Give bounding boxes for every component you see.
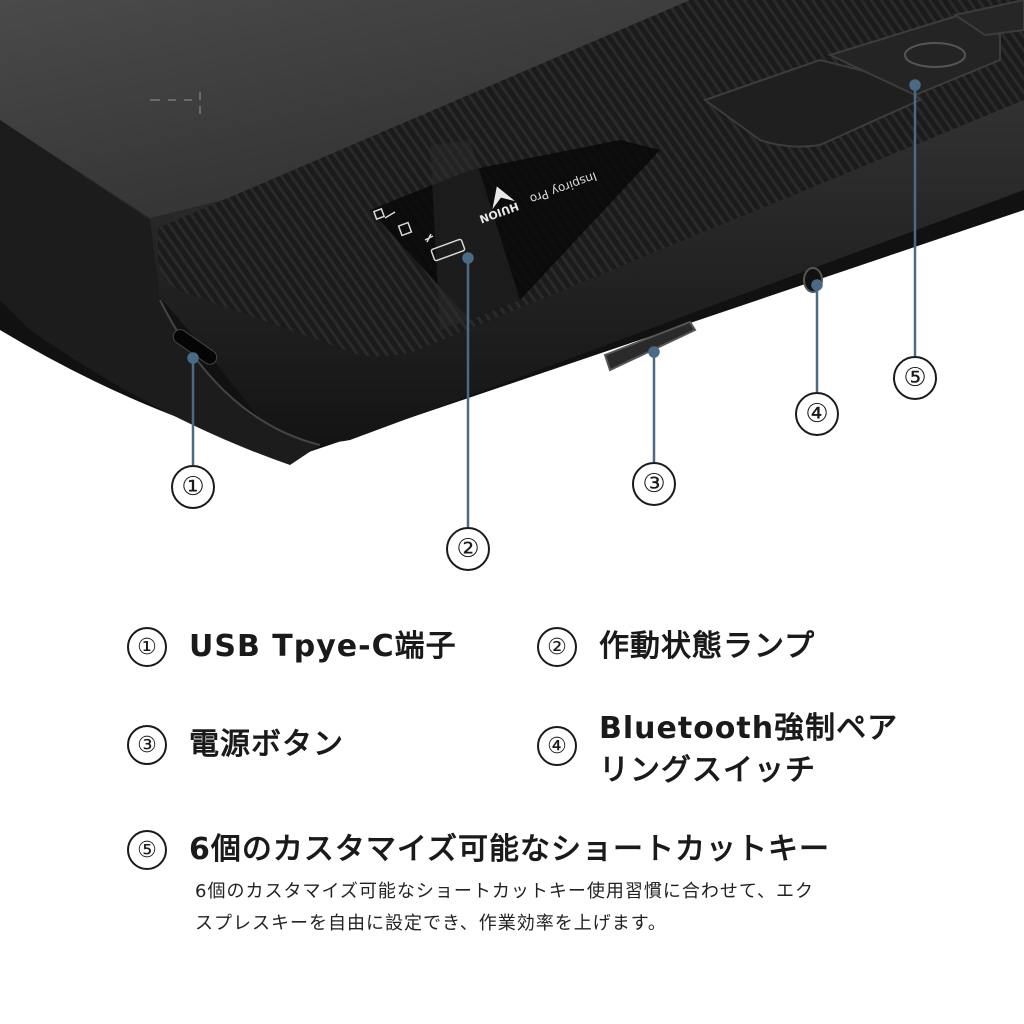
legend-item-lamp: ② 作動状態ランプ	[537, 627, 815, 667]
legend-label: 電源ボタン	[189, 727, 344, 762]
legend-number: ⑤	[127, 830, 167, 870]
legend-item-usb: ① USB Tpye-C端子	[127, 627, 457, 667]
status-icons	[372, 207, 466, 262]
shortcut-description: 6個のカスタマイズ可能なショートカットキー使用習慣に合わせて、エク スプレスキー…	[195, 876, 915, 940]
legend-item-power: ③ 電源ボタン	[127, 725, 344, 765]
legend-label: 作動状態ランプ	[599, 629, 816, 664]
shortcut-keys	[702, 0, 1024, 148]
callout-1: ①	[171, 465, 215, 509]
legend-label: Bluetooth強制ペア リングスイッチ	[599, 708, 898, 792]
callout-4: ④	[795, 392, 839, 436]
legend-label: 6個のカスタマイズ可能なショートカットキー	[189, 832, 830, 867]
callout-2: ②	[446, 527, 490, 571]
legend-label: USB Tpye-C端子	[189, 629, 457, 664]
legend-number: ③	[127, 725, 167, 765]
legend-number: ②	[537, 627, 577, 667]
power-button	[603, 320, 697, 372]
legend-label-line2: リングスイッチ	[599, 753, 816, 788]
callout-5: ⑤	[893, 356, 937, 400]
legend-number: ④	[537, 726, 577, 766]
tablet-illustration: HUION Inspiroy Pro	[0, 0, 1024, 527]
description-line1: 6個のカスタマイズ可能なショートカットキー使用習慣に合わせて、エク	[195, 881, 815, 902]
callout-3: ③	[632, 462, 676, 506]
legend-item-shortcut-keys: ⑤ 6個のカスタマイズ可能なショートカットキー	[127, 830, 830, 870]
legend-label-line1: Bluetooth強制ペア	[599, 711, 899, 746]
legend-number: ①	[127, 627, 167, 667]
description-line2: スプレスキーを自由に設定でき、作業効率を上げます。	[195, 913, 667, 934]
legend-item-bluetooth: ④ Bluetooth強制ペア リングスイッチ	[537, 708, 898, 792]
